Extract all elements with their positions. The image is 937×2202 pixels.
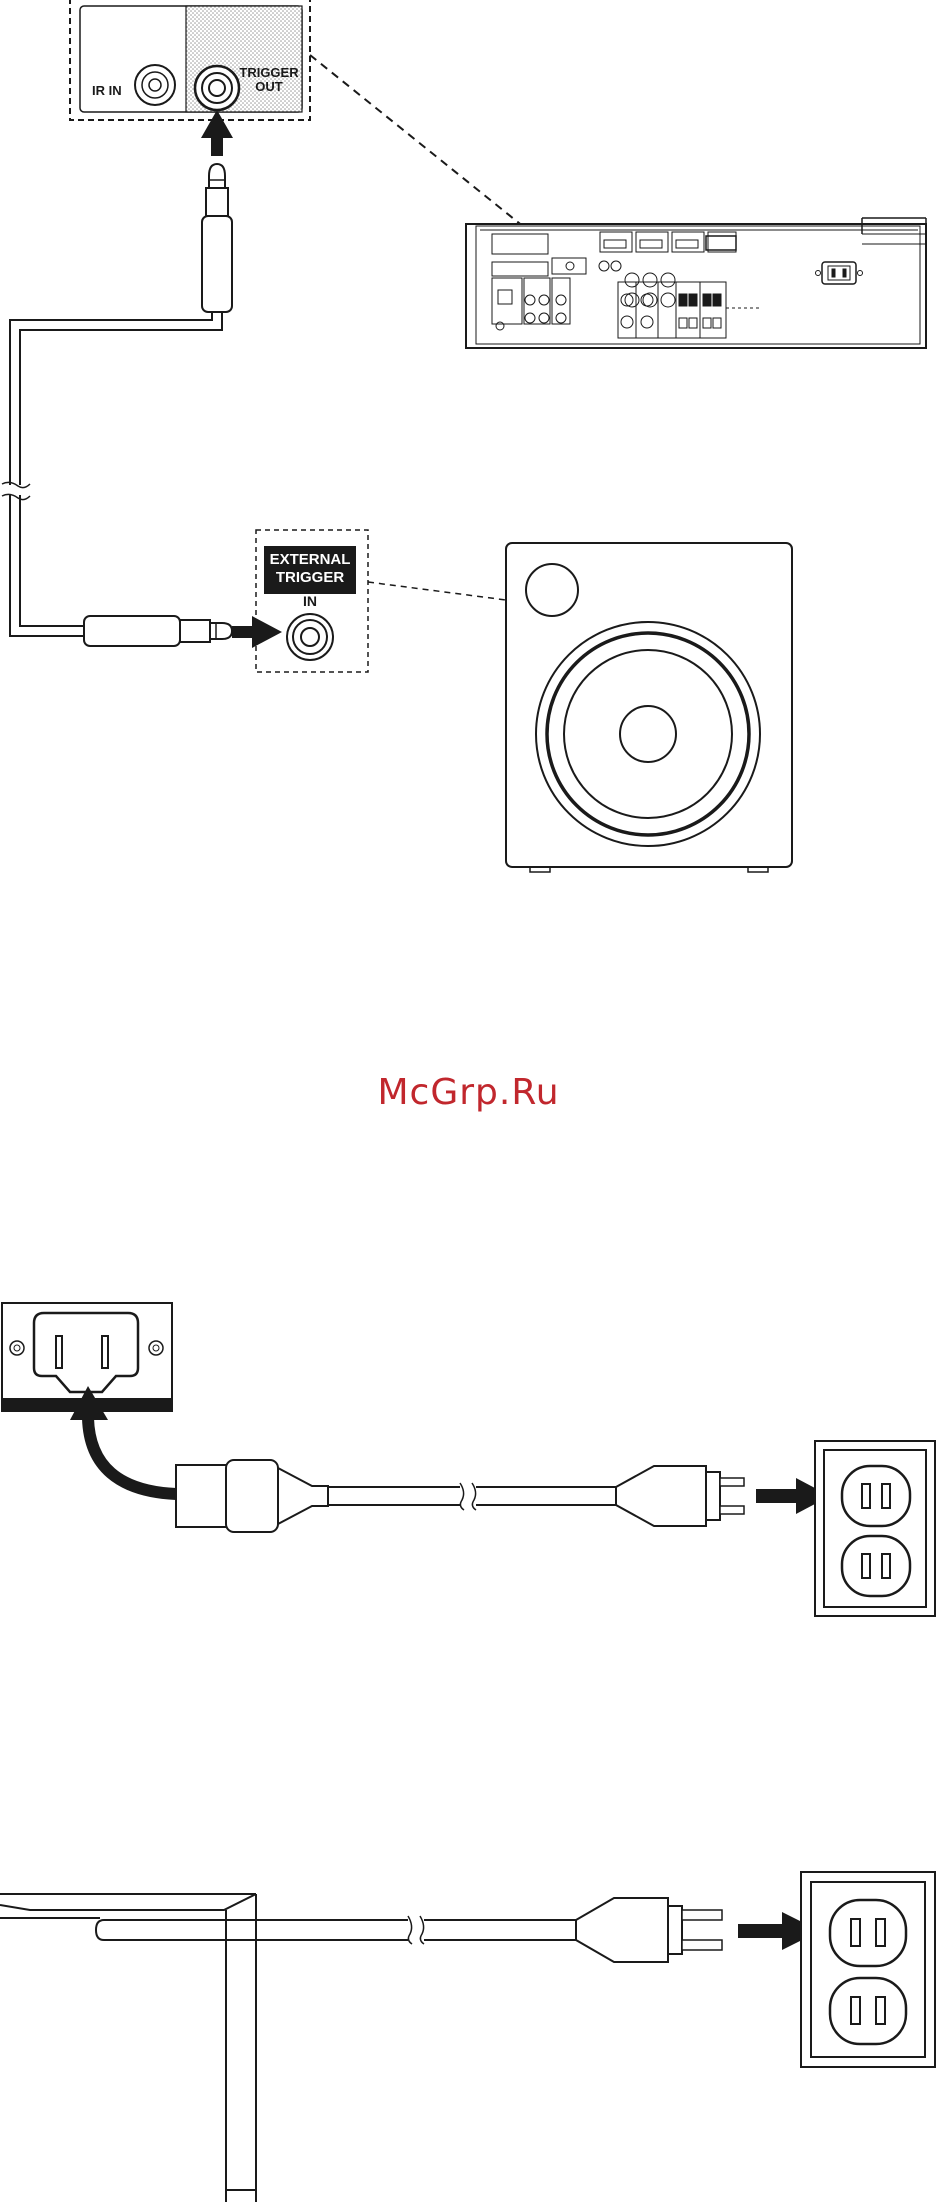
arrow-up-icon — [201, 110, 233, 156]
wall-outlet-1 — [815, 1441, 935, 1616]
power-plug-2 — [576, 1898, 722, 1962]
ir-in-jack — [135, 65, 175, 105]
trigger-out-jack — [195, 66, 239, 110]
mini-plug-vertical — [202, 164, 232, 312]
wall-outlet-2 — [801, 1872, 935, 2067]
trigger-in-jack — [287, 614, 333, 660]
mini-plug-horizontal — [84, 616, 232, 646]
watermark-text: McGrp.Ru — [0, 1072, 937, 1113]
trigger-in-label: IN — [303, 593, 317, 609]
trigger-out-label-line2: OUT — [255, 79, 283, 94]
power-plug-1 — [616, 1466, 744, 1526]
receiver-rear-panel — [466, 218, 926, 348]
trigger-out-label-line1: TRIGGER — [239, 65, 299, 80]
trigger-panel-callout — [70, 0, 310, 120]
cord-break-mark — [460, 1483, 476, 1510]
external-trigger-label-line1: EXTERNAL — [270, 551, 351, 568]
power-cord-attached — [96, 1920, 576, 1940]
cord-break-mark — [408, 1916, 424, 1944]
external-trigger-label-line2: TRIGGER — [276, 569, 345, 586]
iec-power-connector — [176, 1460, 328, 1532]
subwoofer — [506, 543, 792, 872]
subwoofer-leader-line — [368, 582, 506, 600]
callout-leader-line — [310, 55, 555, 252]
cable-break-mark — [2, 482, 30, 499]
ir-in-label: IR IN — [92, 83, 122, 98]
trigger-cable — [10, 312, 222, 636]
arrow-right-icon — [232, 616, 282, 648]
